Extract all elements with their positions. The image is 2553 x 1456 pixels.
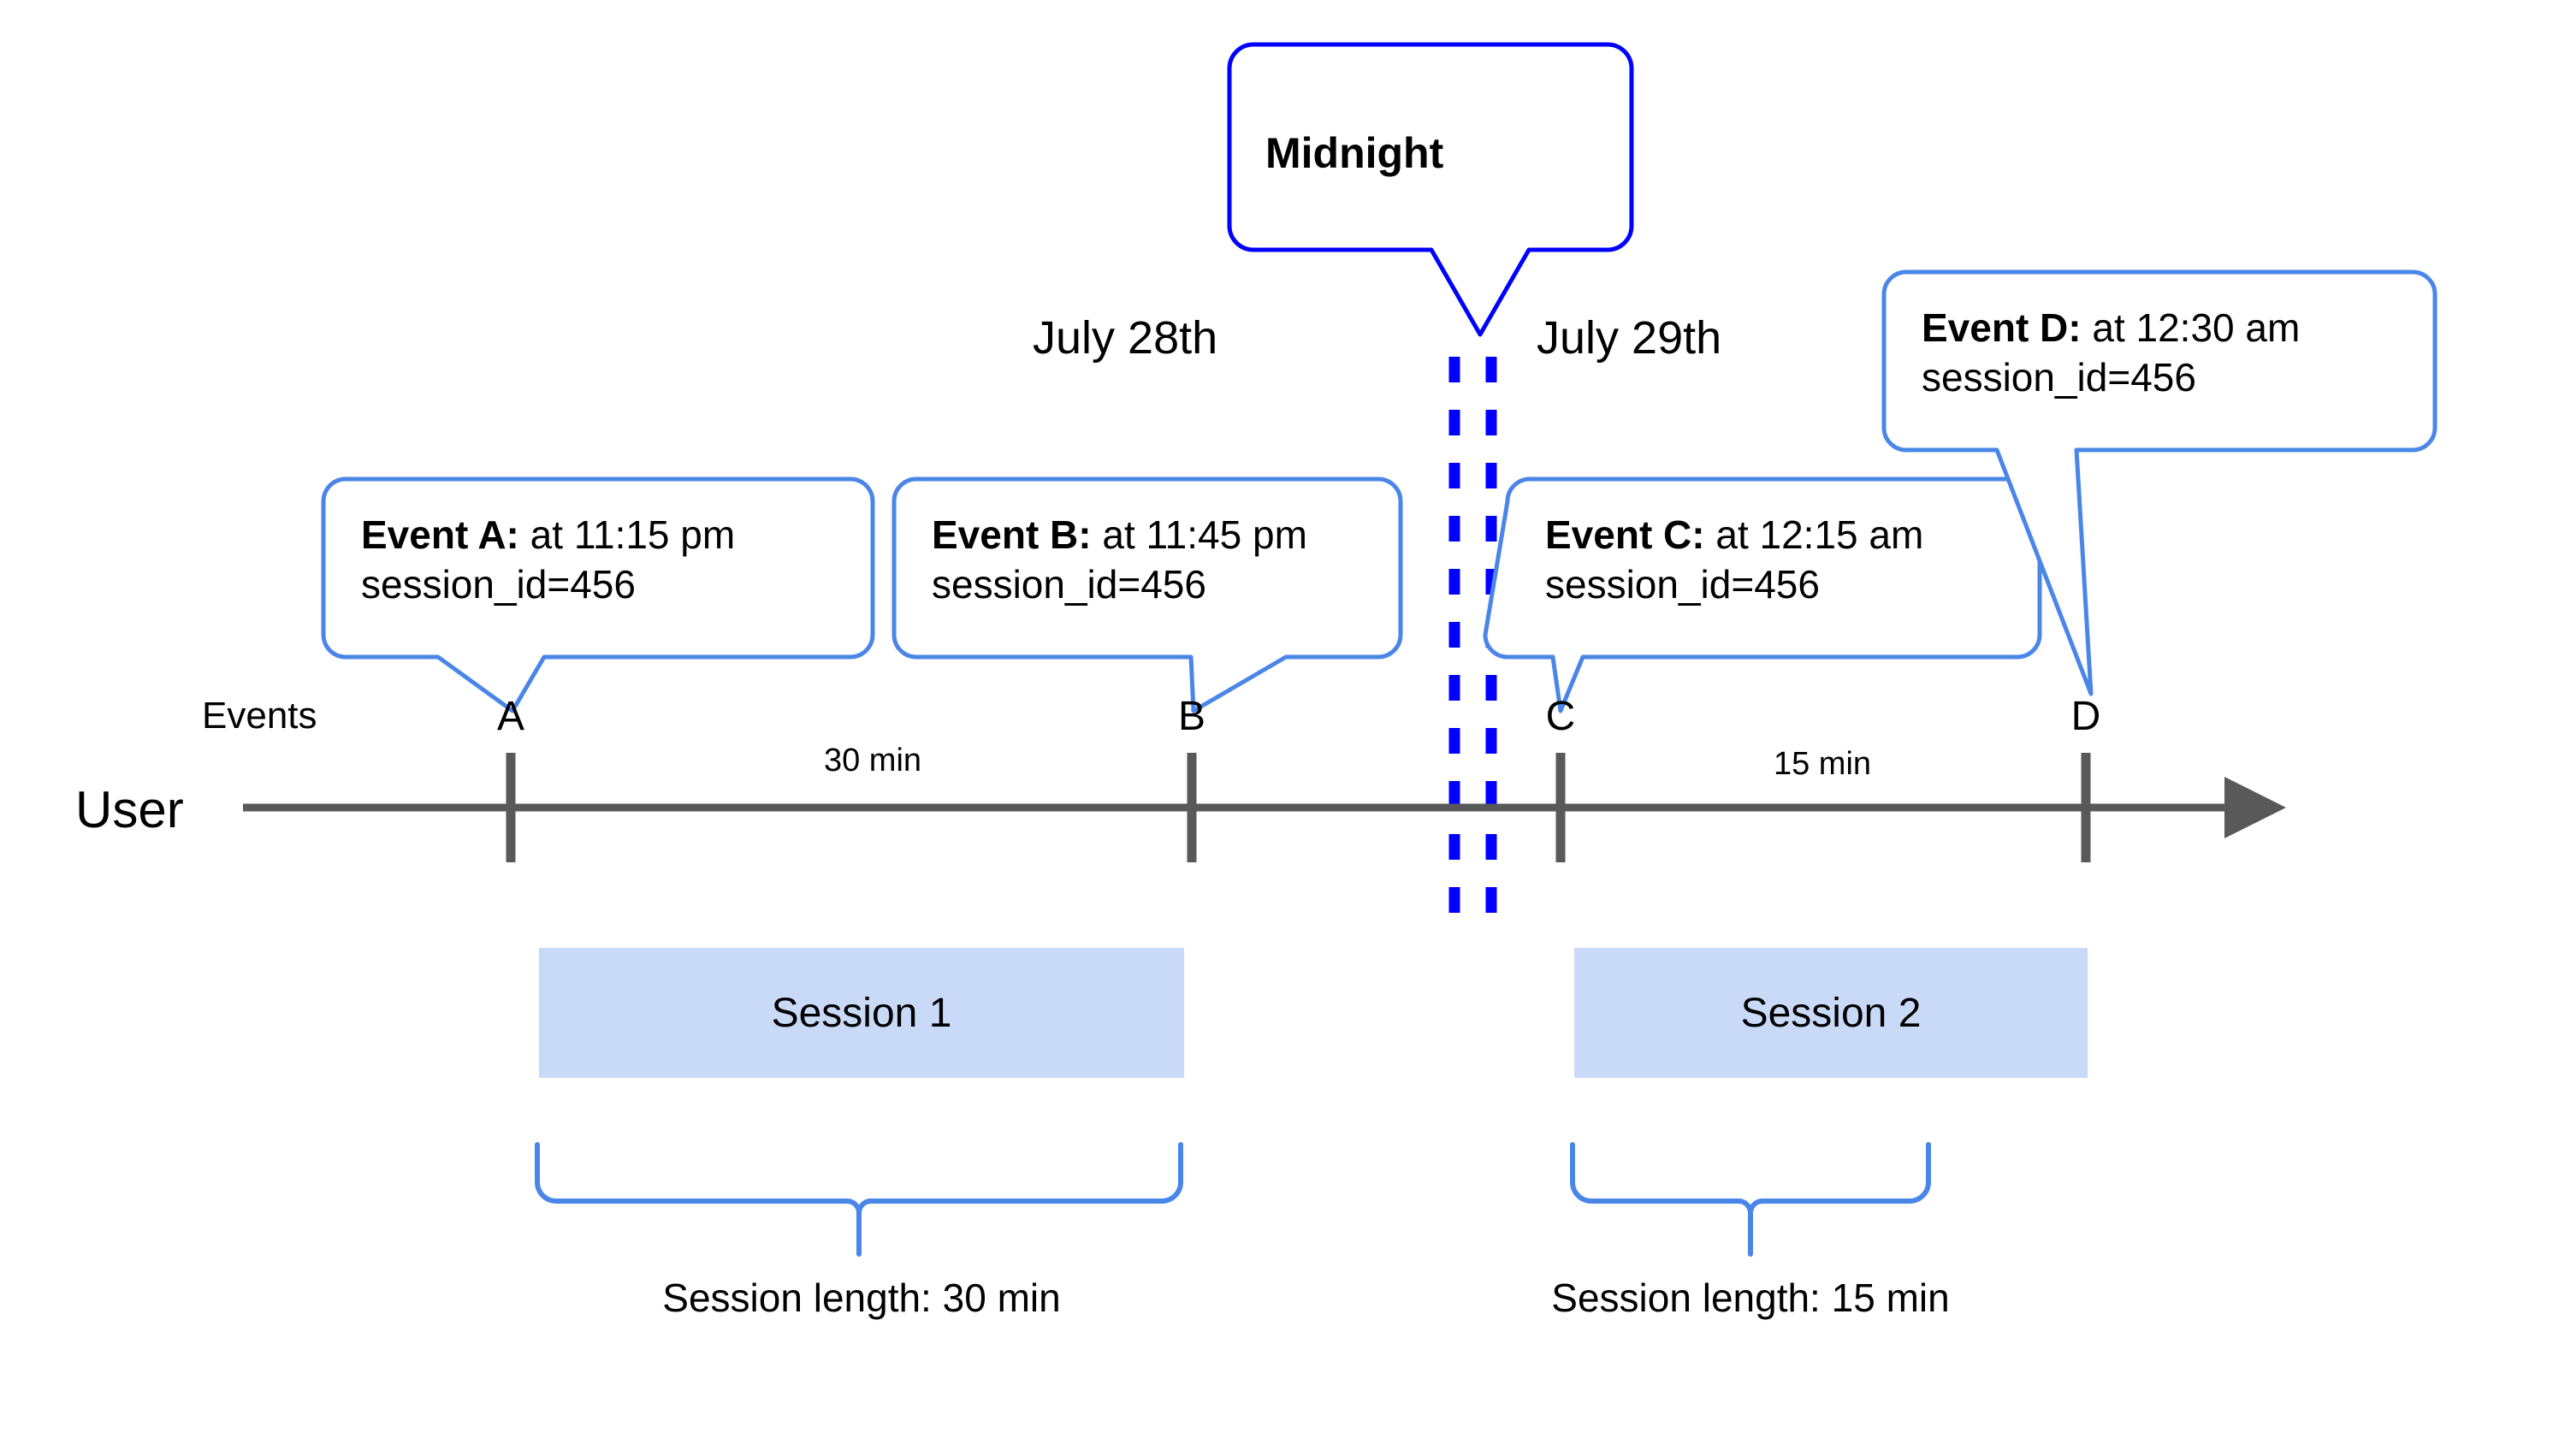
day-label-july-29: July 29th [1537,312,1722,364]
event-marker-d: D [2070,694,2101,739]
event-a-callout-shape [321,476,875,713]
event-d-title: Event D: [1922,305,2082,350]
event-b-line2: session_id=456 [932,562,1206,607]
event-c-callout-shape [1483,476,2042,713]
midnight-label: Midnight [1265,129,1444,177]
session-1-length-label: Session length: 30 min [662,1275,1061,1320]
event-tick-marks [506,753,2091,862]
event-d-line2: session_id=456 [1922,355,2196,400]
event-a-detail: at 11:15 pm [518,512,736,557]
session-2-block: Session 2 [1574,948,2088,1078]
session-2-length-label: Session length: 15 min [1551,1275,1950,1320]
event-a-line2: session_id=456 [361,562,636,607]
timeline-arrowhead [2224,777,2286,838]
session-2-label: Session 2 [1740,990,1922,1036]
event-d-callout-shape [1881,269,2437,696]
day-label-july-28: July 28th [1033,312,1218,364]
event-b-title: Event B: [932,512,1092,557]
user-row-label: User [75,781,184,838]
midnight-callout-shape [1227,42,1634,337]
event-b-callout-text: Event B: at 11:45 pm session_id=456 [932,510,1307,609]
session-1-block: Session 1 [539,948,1184,1078]
event-marker-b: B [1177,694,1205,739]
event-marker-c: C [1545,694,1576,739]
event-a-title: Event A: [361,512,519,557]
session-1-label: Session 1 [771,990,952,1036]
event-d-callout-text: Event D: at 12:30 am session_id=456 [1922,303,2300,402]
event-c-line2: session_id=456 [1545,562,1820,607]
session-1-brace [535,1142,1183,1257]
event-c-title: Event C: [1545,512,1705,557]
event-marker-a: A [496,694,524,739]
event-a-callout-text: Event A: at 11:15 pm session_id=456 [361,510,735,609]
event-b-callout-shape [891,476,1403,713]
session-2-brace [1570,1142,1931,1257]
event-d-detail: at 12:30 am [2081,305,2301,350]
event-c-detail: at 12:15 am [1704,512,1924,557]
gap-a-to-b-label: 30 min [823,743,922,778]
events-row-label: Events [202,695,317,737]
event-b-detail: at 11:45 pm [1091,512,1307,557]
gap-c-to-d-label: 15 min [1773,746,1872,782]
event-c-callout-text: Event C: at 12:15 am session_id=456 [1545,510,1923,609]
timeline-axis [243,777,2286,838]
